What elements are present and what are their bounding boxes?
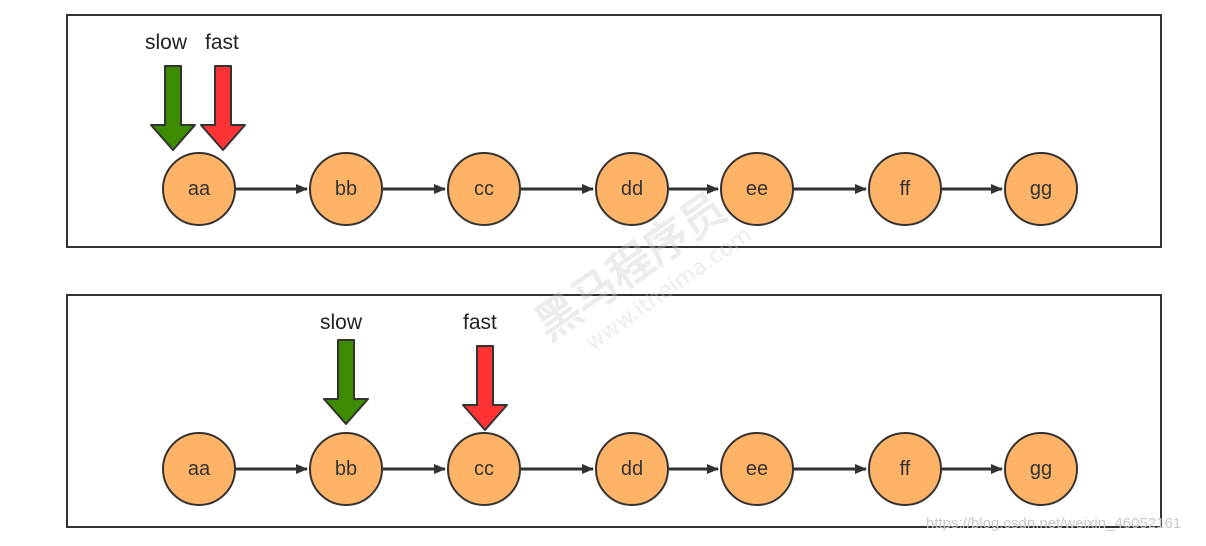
- panel-top: [66, 14, 1162, 248]
- panel-bottom: [66, 294, 1162, 528]
- node: ee: [720, 152, 794, 226]
- node: cc: [447, 152, 521, 226]
- node: cc: [447, 432, 521, 506]
- node: ee: [720, 432, 794, 506]
- node: dd: [595, 152, 669, 226]
- node: ff: [868, 152, 942, 226]
- fast-pointer-label: fast: [463, 311, 497, 334]
- node: dd: [595, 432, 669, 506]
- node: ff: [868, 432, 942, 506]
- node: gg: [1004, 432, 1078, 506]
- slow-pointer-label: slow: [145, 31, 188, 54]
- source-watermark: https://blog.csdn.net/weixin_46052161: [926, 515, 1182, 532]
- slow-pointer-label: slow: [320, 311, 363, 334]
- fast-pointer-label: fast: [205, 31, 239, 54]
- node: bb: [309, 152, 383, 226]
- node: aa: [162, 152, 236, 226]
- node: aa: [162, 432, 236, 506]
- node: bb: [309, 432, 383, 506]
- node: gg: [1004, 152, 1078, 226]
